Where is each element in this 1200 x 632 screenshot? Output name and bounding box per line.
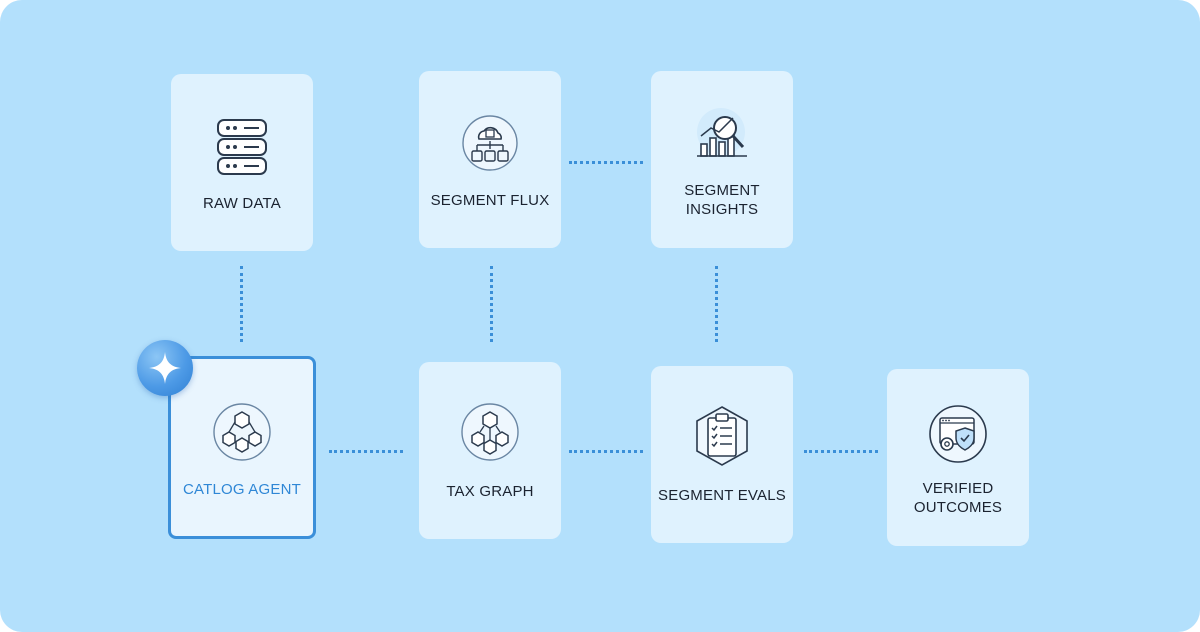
cloud-network-icon xyxy=(462,115,518,171)
clipboard-checklist-icon xyxy=(696,406,748,466)
node-tax-graph[interactable]: TAX GRAPH xyxy=(419,362,561,539)
connector-evals-to-outcomes xyxy=(804,450,878,453)
sparkle-icon xyxy=(149,352,181,384)
connector-flux-to-insights xyxy=(569,161,643,164)
node-segment-insights[interactable]: SEGMENT INSIGHTS xyxy=(651,71,793,248)
cubes-network-icon xyxy=(213,403,271,461)
database-icon xyxy=(217,119,267,175)
connector-tax-to-evals xyxy=(569,450,643,453)
connector-insights-to-evals xyxy=(715,266,718,342)
node-label: TAX GRAPH xyxy=(446,483,534,500)
secure-settings-icon xyxy=(929,405,987,463)
ai-badge xyxy=(137,340,193,396)
cubes-graph-icon xyxy=(461,403,519,461)
connector-agent-to-tax xyxy=(329,450,403,453)
node-verified-outcomes[interactable]: VERIFIED OUTCOMES xyxy=(887,369,1029,546)
node-label: RAW DATA xyxy=(203,195,281,212)
node-segment-evals[interactable]: SEGMENT EVALS xyxy=(651,366,793,543)
connector-raw-to-agent xyxy=(240,266,243,342)
node-label-line2: OUTCOMES xyxy=(913,499,1003,516)
node-label: SEGMENT FLUX xyxy=(430,192,550,209)
node-label-line2: INSIGHTS xyxy=(685,201,759,218)
node-label: CATLOG AGENT xyxy=(183,481,301,498)
node-raw-data[interactable]: RAW DATA xyxy=(171,74,313,251)
node-label-line1: VERIFIED xyxy=(922,480,994,497)
node-segment-flux[interactable]: SEGMENT FLUX xyxy=(419,71,561,248)
node-label-line1: SEGMENT xyxy=(684,182,760,199)
node-label: SEGMENT EVALS xyxy=(658,487,786,504)
connector-flux-to-tax xyxy=(490,266,493,342)
node-catalog-agent[interactable]: CATLOG AGENT xyxy=(168,356,316,539)
analytics-magnifier-icon xyxy=(697,108,747,157)
